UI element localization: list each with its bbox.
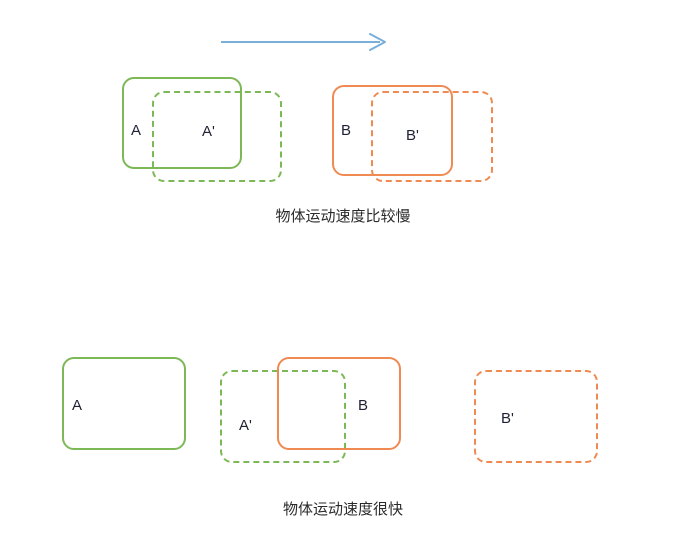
shape-bottom-a-prime-dashed-green[interactable] — [220, 370, 346, 463]
shape-bottom-a-solid-green[interactable] — [62, 357, 186, 450]
shape-top-b-solid-orange[interactable] — [332, 85, 453, 176]
shape-bottom-b-solid-orange[interactable] — [277, 357, 401, 450]
label-bottom-b: B — [358, 397, 369, 414]
caption-slow-motion: 物体运动速度比较慢 — [275, 208, 411, 225]
label-top-a: A — [131, 122, 142, 139]
label-top-b: B — [341, 122, 352, 139]
caption-fast-motion: 物体运动速度很快 — [282, 501, 403, 518]
label-bottom-a-prime: A' — [239, 417, 252, 434]
motion-direction-arrow — [221, 33, 386, 51]
label-bottom-a: A — [72, 397, 83, 414]
label-top-a-prime: A' — [202, 123, 215, 140]
shape-top-a-solid-green[interactable] — [122, 77, 242, 169]
label-bottom-b-prime: B' — [501, 410, 514, 427]
shape-bottom-b-prime-dashed-orange[interactable] — [474, 370, 598, 463]
label-top-b-prime: B' — [406, 127, 419, 144]
shape-top-a-prime-dashed-green[interactable] — [152, 91, 282, 182]
shape-top-b-prime-dashed-orange[interactable] — [371, 91, 493, 182]
